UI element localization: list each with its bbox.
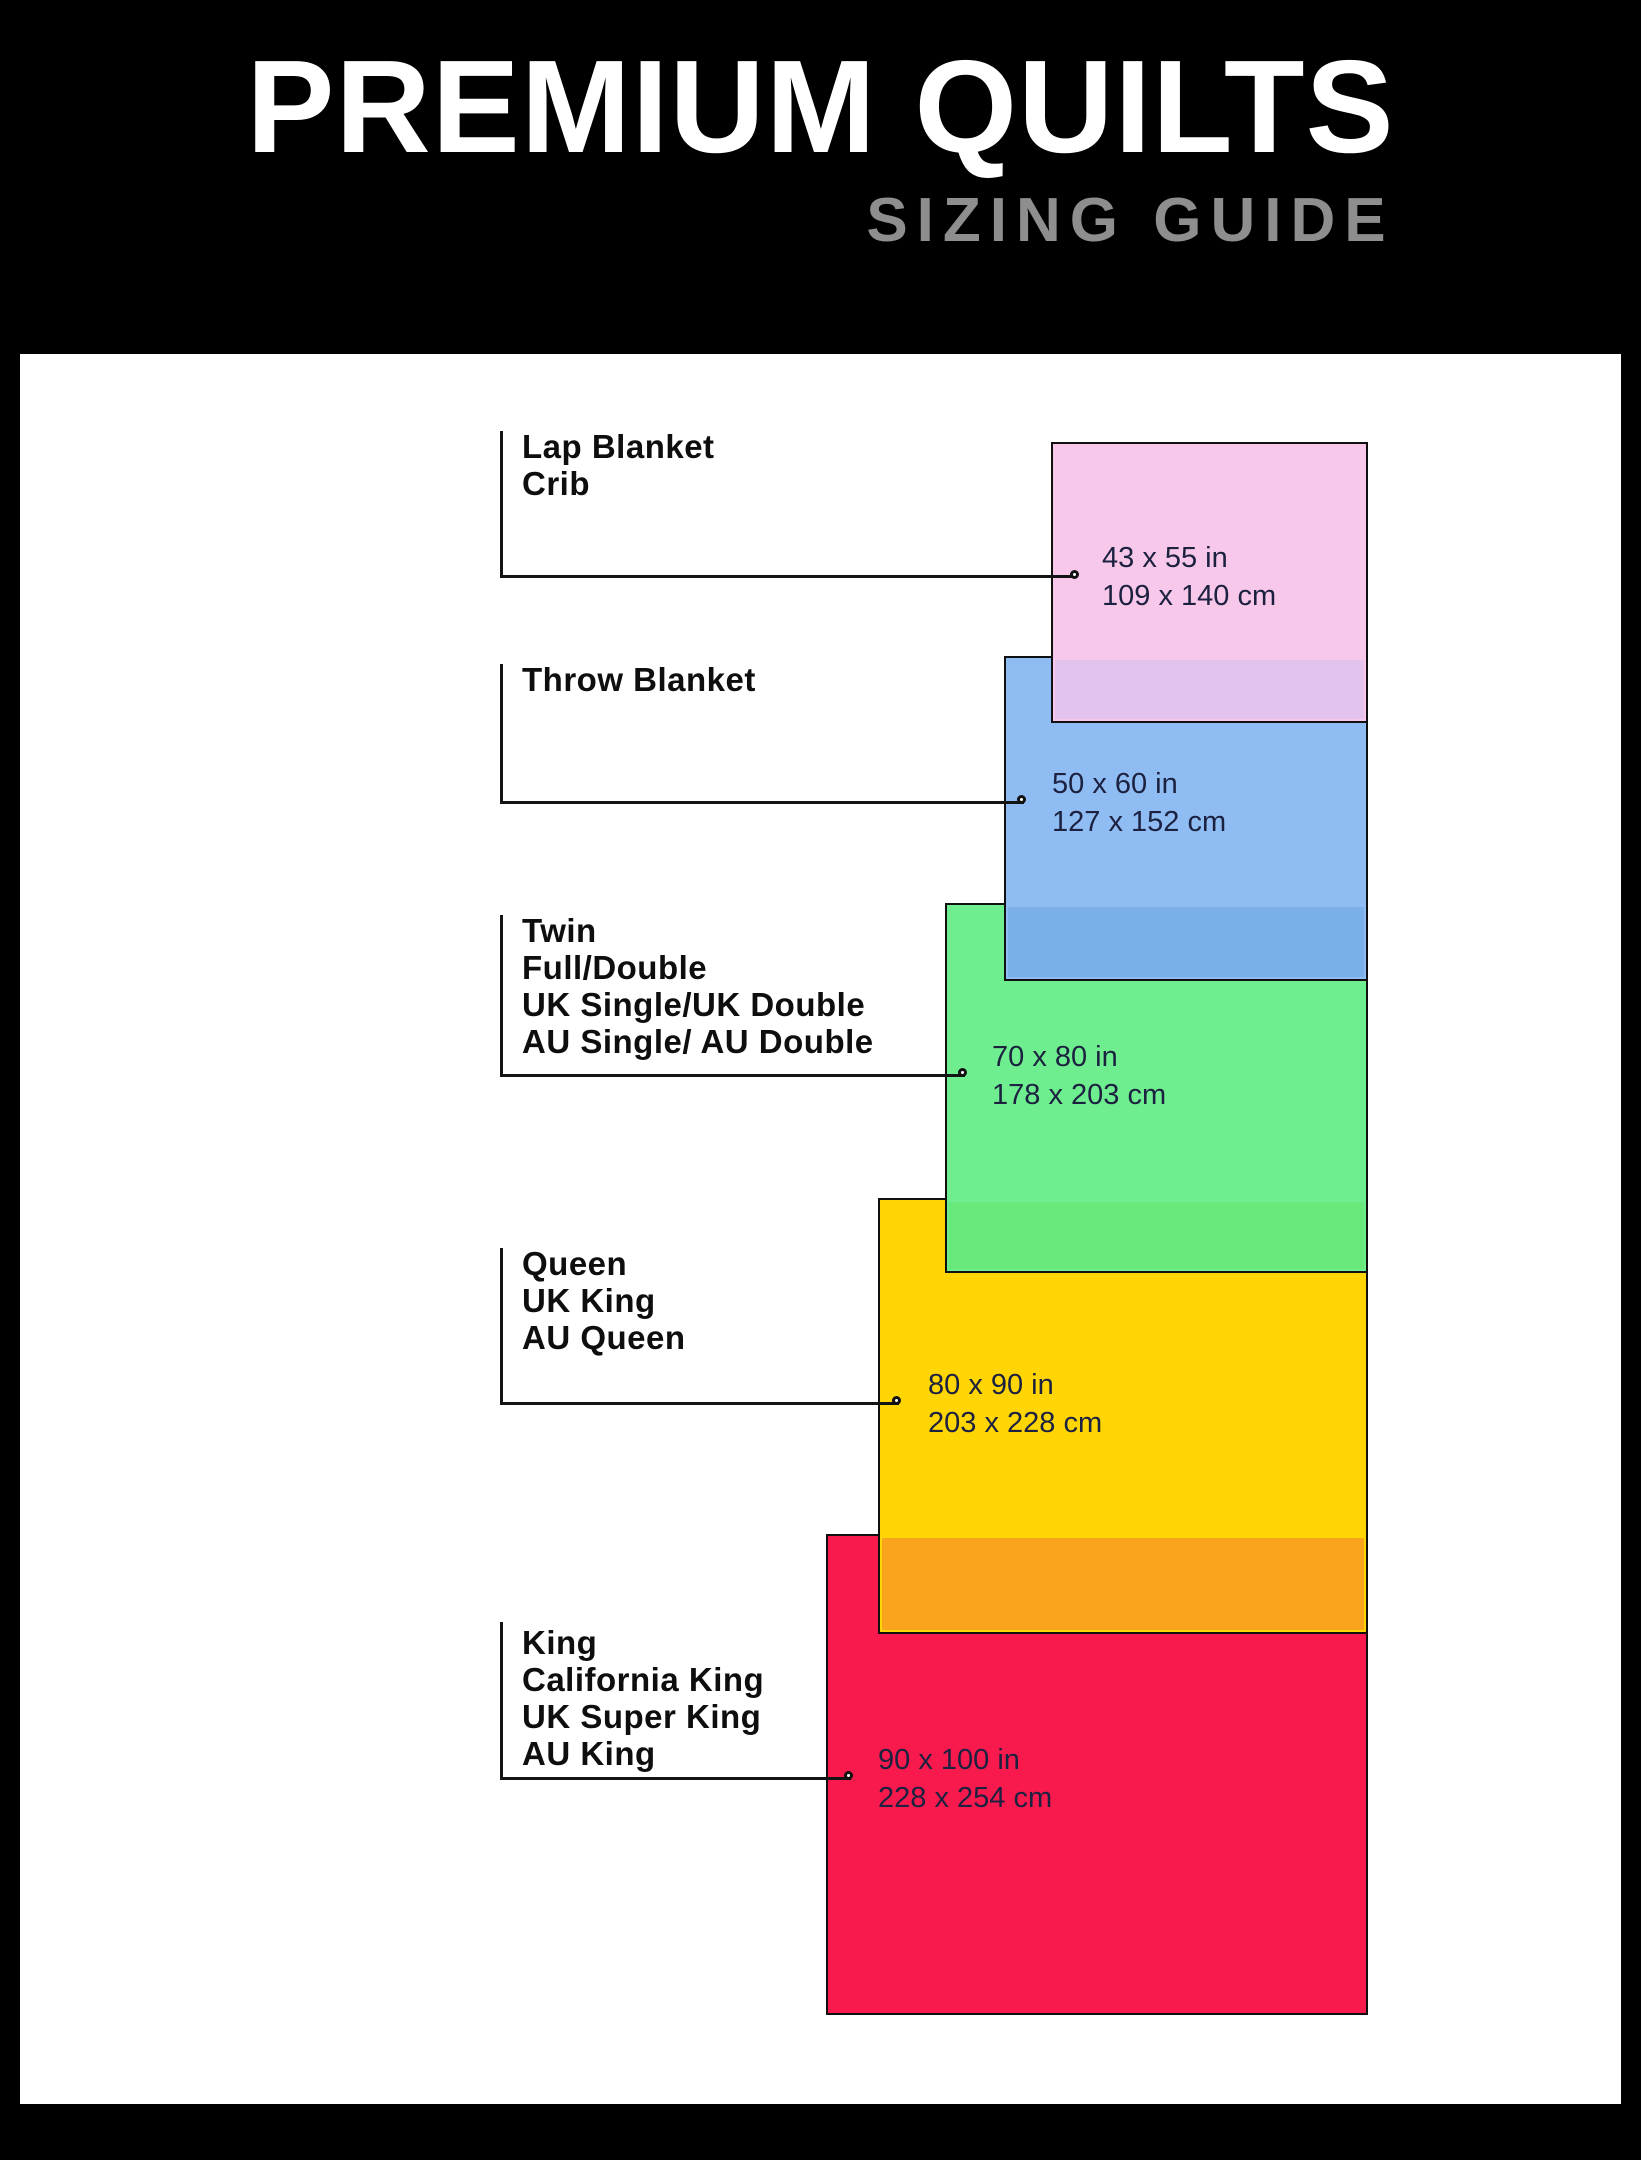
dimensions-cm: 228 x 254 cm — [878, 1782, 1053, 1814]
overlap-lap-throw — [1055, 660, 1364, 719]
leader-dot-king — [844, 1771, 853, 1780]
page-subtitle: SIZING GUIDE — [866, 185, 1395, 255]
diagram-panel — [20, 354, 1621, 2104]
size-label-line: Twin — [522, 912, 597, 949]
leader-dot-throw-blanket — [1017, 795, 1026, 804]
dimensions-inches: 80 x 90 in — [928, 1369, 1054, 1401]
page-title: PREMIUM QUILTS — [246, 33, 1395, 180]
size-label-throw-blanket: Throw Blanket — [522, 661, 756, 698]
leader-line-twin — [500, 915, 965, 1077]
size-label-line: UK Super King — [522, 1698, 762, 1735]
leader-dot-queen — [892, 1396, 901, 1405]
dimensions-inches: 70 x 80 in — [992, 1041, 1118, 1073]
leader-dot-twin — [958, 1068, 967, 1077]
header: PREMIUM QUILTS SIZING GUIDE — [0, 0, 1641, 354]
leader-line-throw-blanket — [500, 664, 1024, 804]
dimensions-cm: 109 x 140 cm — [1102, 580, 1277, 612]
leader-dot-lap-blanket — [1070, 570, 1079, 579]
size-label-twin: Twin Full/Double UK Single/UK Double AU … — [522, 912, 874, 1060]
leader-line-queen — [500, 1248, 899, 1405]
dimensions-cm: 178 x 203 cm — [992, 1079, 1167, 1111]
size-dimensions-twin: 70 x 80 in 178 x 203 cm — [992, 1038, 1166, 1114]
size-dimensions-throw-blanket: 50 x 60 in 127 x 152 cm — [1052, 765, 1226, 841]
size-dimensions-lap-blanket: 43 x 55 in 109 x 140 cm — [1102, 539, 1276, 615]
dimensions-cm: 127 x 152 cm — [1052, 806, 1227, 838]
size-label-line: AU King — [522, 1735, 656, 1772]
dimensions-inches: 90 x 100 in — [878, 1744, 1020, 1776]
size-label-line: California King — [522, 1661, 765, 1698]
size-label-line: AU Single/ AU Double — [522, 1023, 874, 1060]
size-label-line: Throw Blanket — [522, 661, 756, 698]
size-label-line: AU Queen — [522, 1319, 686, 1356]
size-label-queen: Queen UK King AU Queen — [522, 1245, 686, 1356]
size-label-line: Lap Blanket — [522, 428, 715, 465]
size-label-line: Crib — [522, 465, 590, 502]
size-dimensions-king: 90 x 100 in 228 x 254 cm — [878, 1741, 1052, 1817]
size-label-king: King California King UK Super King AU Ki… — [522, 1624, 764, 1772]
size-dimensions-queen: 80 x 90 in 203 x 228 cm — [928, 1366, 1102, 1442]
overlap-twin-queen — [949, 1202, 1364, 1269]
size-label-line: UK King — [522, 1282, 656, 1319]
dimensions-inches: 43 x 55 in — [1102, 542, 1228, 574]
dimensions-inches: 50 x 60 in — [1052, 768, 1178, 800]
leader-line-lap-blanket — [500, 431, 1077, 578]
leader-line-king — [500, 1622, 851, 1780]
size-label-line: King — [522, 1624, 598, 1661]
size-label-line: Full/Double — [522, 949, 708, 986]
overlap-throw-twin — [1008, 907, 1364, 977]
dimensions-cm: 203 x 228 cm — [928, 1407, 1103, 1439]
header-inner: PREMIUM QUILTS SIZING GUIDE — [246, 0, 1394, 354]
size-label-lap-blanket: Lap Blanket Crib — [522, 428, 715, 502]
size-label-line: Queen — [522, 1245, 628, 1282]
size-label-line: UK Single/UK Double — [522, 986, 866, 1023]
overlap-queen-king — [882, 1538, 1364, 1630]
